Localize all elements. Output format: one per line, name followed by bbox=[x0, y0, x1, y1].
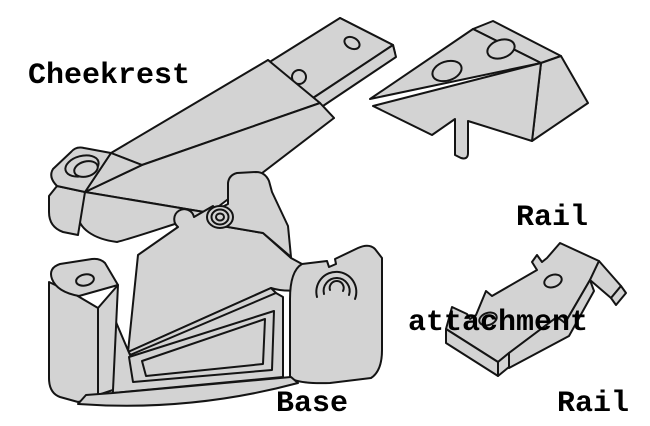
rail-attachment-front-face bbox=[372, 62, 542, 160]
rail-attachment-drawing bbox=[369, 20, 589, 160]
rail-attachment-label-line1: Rail bbox=[515, 201, 588, 235]
rail-key-label-line1: Rail bbox=[557, 387, 630, 421]
rail-attachment-hole-rear bbox=[486, 38, 516, 60]
base-cutout-inner bbox=[141, 318, 266, 377]
rail-key-hole-left bbox=[478, 311, 498, 327]
base-right-block bbox=[289, 244, 383, 385]
rail-key-label: Rail key bbox=[557, 317, 629, 426]
rail-key-drawing bbox=[445, 242, 627, 377]
rail-attachment-label: Rail attachment bbox=[398, 131, 588, 411]
cheekrest-counterbore-inner bbox=[73, 160, 99, 178]
rail-attachment-label-line2: attachment bbox=[407, 306, 588, 340]
rail-key-front-step bbox=[497, 352, 510, 377]
cheekrest-pivot-hole bbox=[291, 69, 307, 85]
base-boss-ring-inner bbox=[215, 212, 225, 222]
cheekrest-label: Cheekrest bbox=[28, 59, 191, 93]
rail-key-flap-side bbox=[610, 285, 627, 306]
base-web-top-face bbox=[127, 205, 303, 353]
rail-key-front-band bbox=[508, 279, 595, 369]
base-cboss-mid bbox=[322, 276, 351, 296]
rail-key-hole-right bbox=[543, 273, 563, 289]
base-bottom-chamfer bbox=[77, 376, 299, 407]
base-post-hole bbox=[75, 273, 95, 287]
base-post-front-face bbox=[48, 281, 99, 403]
base-label: Base bbox=[276, 387, 349, 421]
base-drawing bbox=[48, 171, 383, 407]
base-cboss-outer bbox=[315, 270, 358, 300]
cheekrest-block-left-face bbox=[48, 185, 86, 236]
cheekrest-drawing bbox=[48, 17, 397, 243]
cheekrest-tongue-hole bbox=[343, 35, 361, 51]
rail-attachment-hole-front bbox=[431, 59, 463, 83]
base-top-block bbox=[221, 171, 292, 258]
base-post-side-face bbox=[97, 284, 119, 396]
base-cboss-inner bbox=[328, 279, 345, 292]
